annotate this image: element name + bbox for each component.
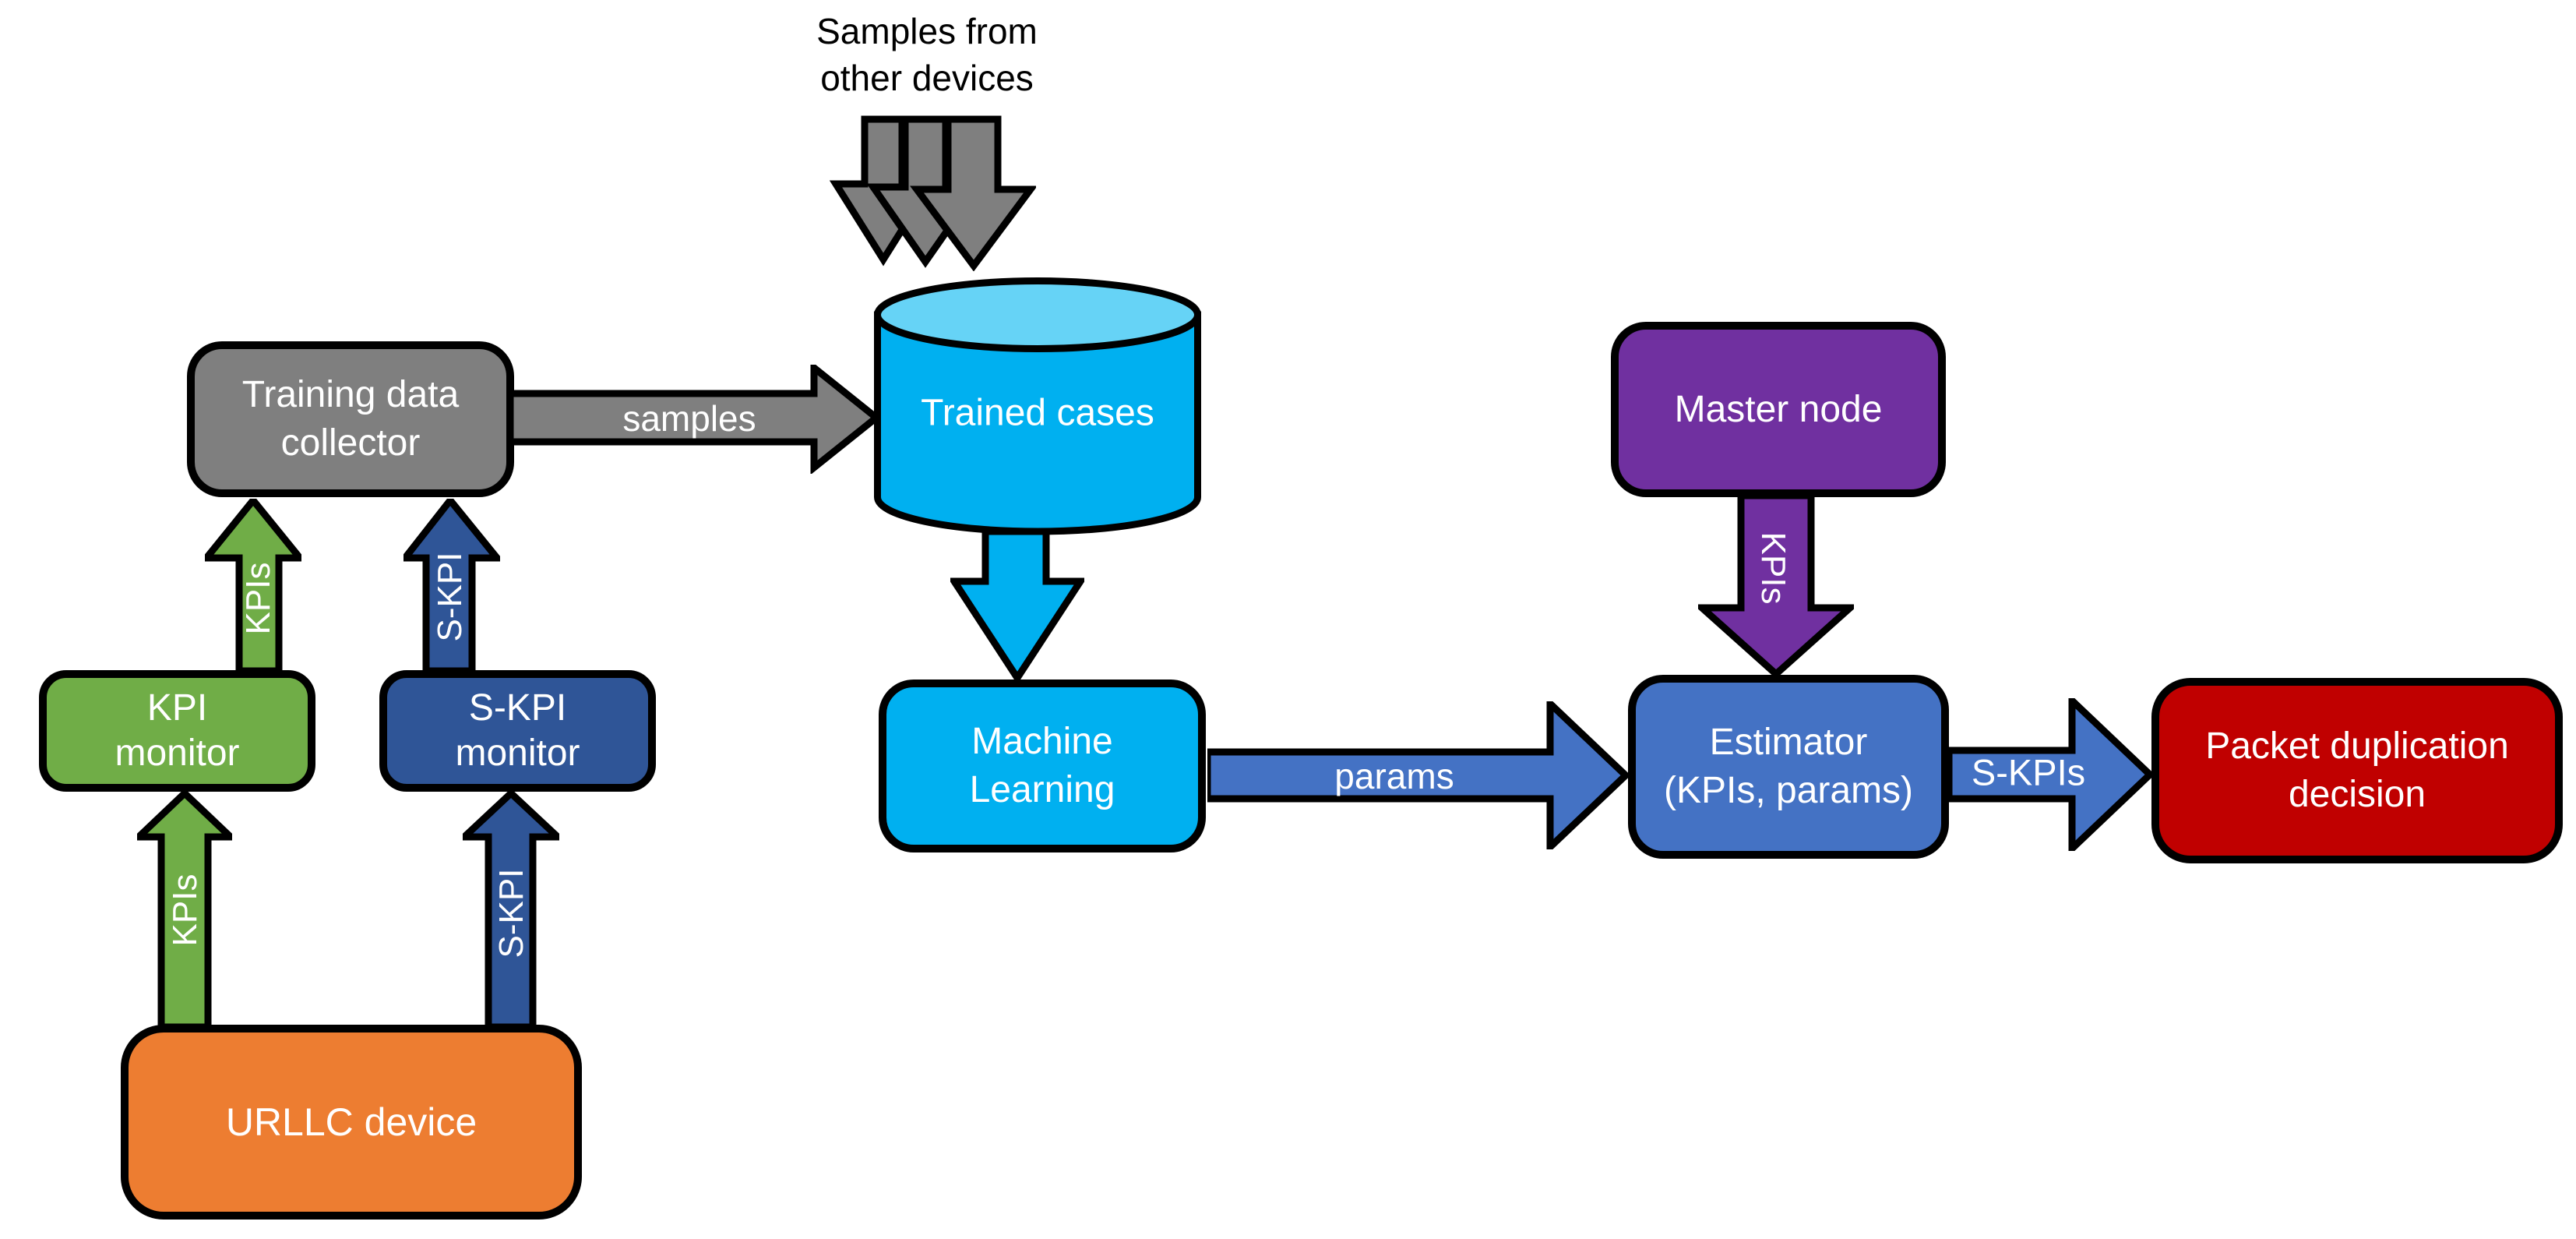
master-kpis-edge-label: KPIs bbox=[1754, 531, 1792, 605]
urllc-to-skpi-monitor-edge-label: S-KPI bbox=[492, 868, 530, 958]
node-trained-cases-cylinder bbox=[874, 277, 1201, 535]
node-estimator: Estimator (KPIs, params) bbox=[1628, 675, 1949, 859]
node-packet-duplication-decision: Packet duplication decision bbox=[2151, 678, 2563, 863]
kpi-monitor-to-collector-arrow-icon bbox=[205, 499, 301, 671]
node-training-data-collector: Training data collector bbox=[187, 341, 514, 497]
node-skpi-monitor: S-KPI monitor bbox=[379, 670, 656, 792]
master-kpis-arrow-icon bbox=[1698, 496, 1854, 677]
urllc-to-kpi-monitor-arrow-icon bbox=[137, 792, 232, 1027]
node-trained-cases-label: Trained cases bbox=[921, 392, 1154, 434]
trained-cases-to-ml-arrow-icon bbox=[950, 531, 1084, 681]
samples-edge-label: samples bbox=[622, 398, 756, 439]
skpi-monitor-to-collector-arrow-icon bbox=[403, 499, 500, 671]
node-machine-learning: Machine Learning bbox=[879, 680, 1206, 852]
urllc-to-kpi-monitor-edge-label: KPIs bbox=[166, 874, 204, 947]
skpi-monitor-to-collector-edge-label: S-KPI bbox=[431, 552, 469, 642]
skpis-edge-label: S-KPIs bbox=[1971, 751, 2086, 793]
node-kpi-monitor: KPI monitor bbox=[39, 670, 315, 792]
skpis-arrow-icon bbox=[1949, 698, 2153, 851]
node-master-node: Master node bbox=[1611, 322, 1946, 497]
other-devices-arrows-icon bbox=[830, 115, 1036, 271]
kpi-monitor-to-collector-edge-label: KPIs bbox=[239, 562, 277, 635]
samples-from-other-devices-label: Samples from other devices bbox=[816, 11, 1038, 98]
params-edge-label: params bbox=[1334, 756, 1454, 796]
params-arrow-icon bbox=[1207, 701, 1631, 849]
urllc-to-skpi-monitor-arrow-icon bbox=[463, 792, 559, 1027]
samples-arrow-icon bbox=[510, 365, 883, 474]
node-urllc-device: URLLC device bbox=[121, 1025, 582, 1220]
